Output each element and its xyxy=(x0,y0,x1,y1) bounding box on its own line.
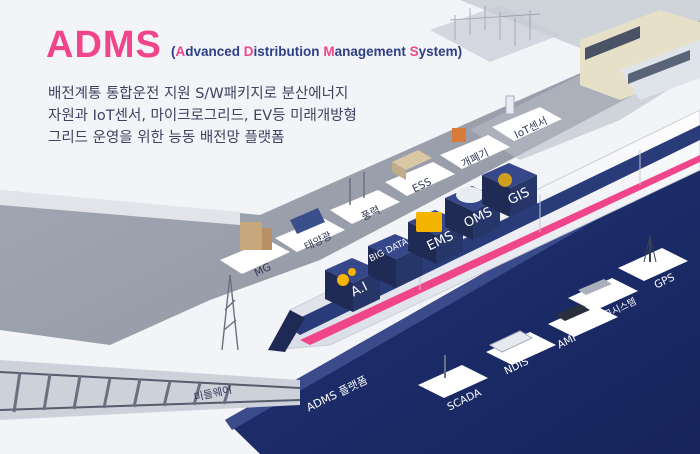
subtitle-rest: ystem xyxy=(418,44,458,59)
sky-fill xyxy=(0,0,700,215)
subtitle-initial: A xyxy=(175,44,186,59)
item-solar xyxy=(275,208,345,252)
subtitle-rest: dvanced xyxy=(185,44,241,59)
item-switchgear xyxy=(440,128,510,169)
description-line: 자원과 IoT센서, 마이크로그리드, EV등 미래개방형 xyxy=(48,108,357,124)
cube-gis xyxy=(482,163,537,217)
cell-tower-illustration xyxy=(221,274,239,351)
item-ess xyxy=(385,150,455,196)
subtitle-initial: M xyxy=(323,44,335,59)
page-title: ADMS xyxy=(46,24,162,66)
item-gps xyxy=(618,235,688,281)
substation-illustration xyxy=(430,5,560,62)
item-iot-sensor xyxy=(492,95,562,141)
item-mg xyxy=(220,222,290,274)
item-public-system xyxy=(568,278,638,311)
cube-ai xyxy=(325,258,380,312)
cube-bigdata xyxy=(368,234,423,288)
middleware-track xyxy=(0,360,301,420)
commuter-train-illustration xyxy=(580,10,700,100)
subtitle-initial: S xyxy=(409,44,419,59)
subtitle-rest: anagement xyxy=(334,44,406,59)
item-wind xyxy=(330,172,400,224)
subtitle-rest: istribution xyxy=(253,44,320,59)
description-line: 배전계통 통합운전 지원 S/W패키지로 분산에너지 xyxy=(48,86,349,102)
subtitle-initial: D xyxy=(243,44,254,59)
item-ndis xyxy=(486,330,556,365)
platform-edge xyxy=(0,190,240,225)
description-line: 그리드 운영을 위한 능동 배전망 플랫폼 xyxy=(48,130,285,146)
page-subtitle: (Advanced Distribution Management System… xyxy=(171,44,463,59)
cube-ems xyxy=(408,210,463,264)
item-scada xyxy=(418,355,488,398)
item-ami xyxy=(548,304,618,337)
